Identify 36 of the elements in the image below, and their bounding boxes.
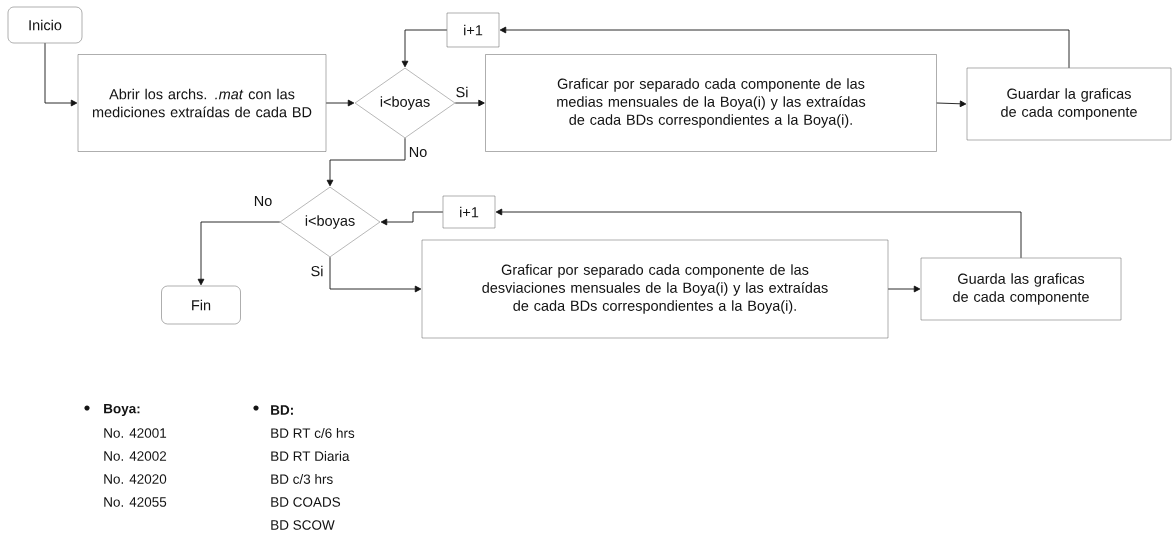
arrow	[887, 285, 921, 293]
list-item: BD c/3 hrs	[271, 474, 333, 484]
list-item: No. 42001	[104, 428, 167, 438]
list-item: No. 42055	[104, 497, 167, 507]
end-box: Fin	[161, 285, 241, 325]
edge-label: No	[407, 145, 429, 159]
start-box: Inicio	[7, 6, 83, 44]
arrow	[454, 99, 485, 107]
arrow	[380, 211, 444, 226]
arrow	[326, 137, 406, 187]
list-item: BD COADS	[271, 497, 341, 507]
arrow	[495, 208, 1022, 259]
list-heading: BD:	[271, 405, 293, 415]
list-item: No. 42002	[104, 451, 167, 461]
arrow	[44, 42, 78, 107]
arrow	[401, 29, 448, 68]
list-item: BD RT Diaria	[271, 451, 350, 461]
process-box: Guardar la graficas de cada componente	[966, 67, 1172, 141]
list-item: BD SCOW	[271, 520, 335, 530]
list-heading: Boya:	[104, 403, 140, 417]
arrow	[499, 26, 1070, 69]
list-item: No. 42020	[104, 474, 167, 484]
edge-label: No	[252, 194, 274, 208]
list-item: BD RT c/6 hrs	[271, 428, 355, 438]
process-box: Graficar por separado cada componente de las desviaciones mensuales de la Boya(i) y las extraídas de cada BDs correspondientes a la Boya(i).	[421, 239, 889, 339]
arrow	[325, 99, 355, 107]
edge-label: Si	[309, 264, 325, 278]
process-box: Graficar por separado cada componente de las medias mensuales de la Boya(i) y las extraídas de cada BDs correspondientes a la Boya(i).	[485, 54, 937, 152]
arrow	[936, 100, 967, 108]
process-box: Abrir los archs. .mat con las mediciones extraídas de cada BD	[77, 54, 327, 152]
arrow	[329, 256, 422, 293]
counter-box: i+1	[446, 12, 500, 48]
process-box: Guarda las graficas de cada componente	[920, 257, 1122, 321]
arrow	[197, 221, 281, 286]
edge-label: Si	[454, 85, 470, 99]
counter-box: i+1	[442, 195, 496, 229]
